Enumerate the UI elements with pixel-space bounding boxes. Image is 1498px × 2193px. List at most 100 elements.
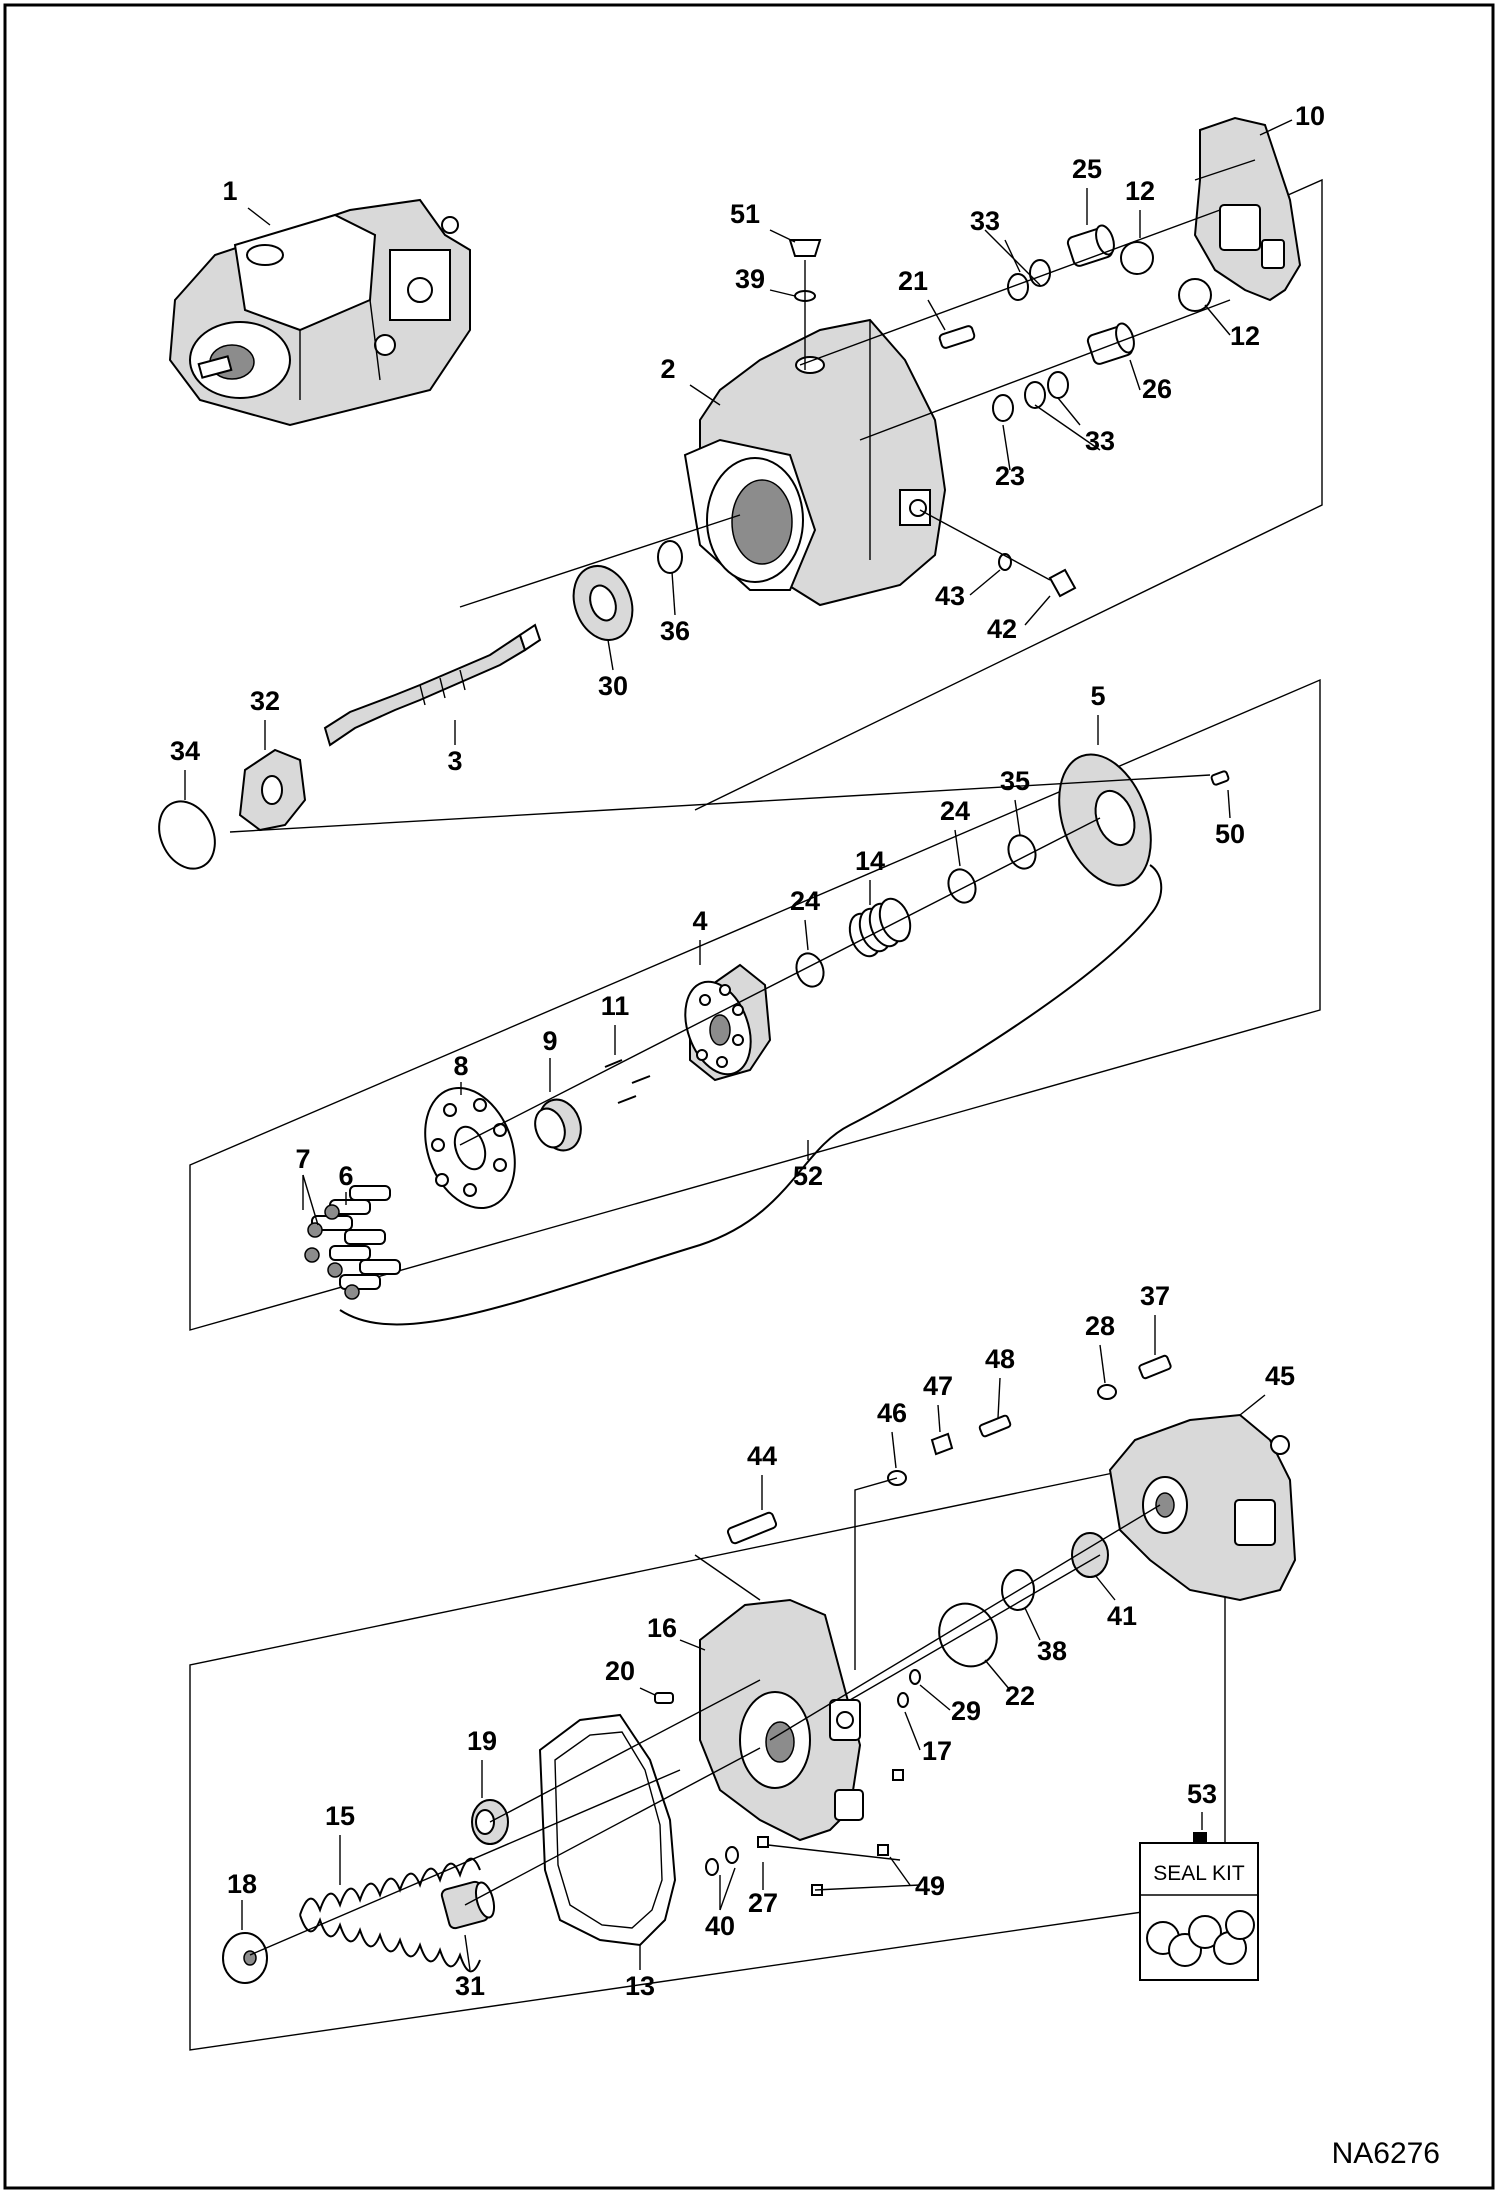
- callout-36: 36: [660, 616, 690, 646]
- leader-line: [607, 639, 614, 671]
- pin-part: [604, 1059, 623, 1068]
- leader-line: [1014, 799, 1021, 836]
- leader-line: [1129, 359, 1141, 391]
- washer-part: [1097, 1384, 1117, 1400]
- leader-line: [1239, 1394, 1266, 1416]
- callout-30: 30: [598, 671, 628, 701]
- page-frame: [3, 3, 1495, 2190]
- callout-20: 20: [605, 1656, 635, 1686]
- callout-45: 45: [1265, 1361, 1295, 1391]
- o-ring-part: [909, 1669, 921, 1685]
- ball-guide-part: [534, 1098, 582, 1152]
- plug-part: [788, 239, 822, 257]
- leader-line: [1024, 595, 1051, 626]
- leader-line: [1099, 1344, 1106, 1384]
- ring-part: [1007, 834, 1037, 870]
- callout-44: 44: [747, 1441, 777, 1471]
- callout-33: 33: [970, 206, 1000, 236]
- leader-line: [769, 289, 796, 297]
- rotating-group-outline: [189, 678, 1321, 1331]
- callout-28: 28: [1085, 1311, 1115, 1341]
- callout-47: 47: [923, 1371, 953, 1401]
- leader-line: [984, 1659, 1011, 1691]
- o-ring-part: [938, 1602, 998, 1668]
- plug-part: [892, 1769, 904, 1781]
- leader-line: [767, 1844, 901, 1861]
- leader-line: [954, 829, 961, 867]
- ball-part-lower: [1178, 278, 1212, 312]
- callout-41: 41: [1107, 1601, 1137, 1631]
- leader-line: [679, 1639, 706, 1651]
- nut-part: [930, 1432, 954, 1456]
- leader-line: [984, 229, 1041, 286]
- leader-line: [997, 1377, 1001, 1419]
- callout-32: 32: [250, 686, 280, 716]
- callout-22: 22: [1005, 1681, 1035, 1711]
- pin-part: [617, 1095, 637, 1104]
- callout-46: 46: [877, 1398, 907, 1428]
- callout-7: 7: [295, 1144, 310, 1174]
- relief-spring-part: [299, 1857, 481, 1973]
- callout-37: 37: [1140, 1281, 1170, 1311]
- seal-plate-part: [238, 748, 307, 832]
- plug-part: [1048, 568, 1077, 598]
- spring-seat-part: [222, 1932, 268, 1984]
- callout-51: 51: [730, 199, 760, 229]
- charge-housing-part: [699, 1598, 864, 1842]
- o-ring-part: [992, 394, 1014, 422]
- leader-line: [769, 229, 796, 243]
- callout-16: 16: [647, 1613, 677, 1643]
- ring-part: [795, 952, 825, 988]
- leader-line: [1227, 789, 1231, 819]
- charge-pump-group-outline: [189, 1471, 1226, 2051]
- leader-line: [689, 384, 721, 406]
- leader-line: [671, 571, 676, 616]
- callout-23: 23: [995, 461, 1025, 491]
- o-ring-part: [1007, 273, 1029, 301]
- callout-8: 8: [453, 1051, 468, 1081]
- leader-line: [889, 1856, 911, 1886]
- callout-5: 5: [1090, 681, 1105, 711]
- group-bracket: [339, 864, 1163, 1326]
- callout-42: 42: [987, 614, 1017, 644]
- callout-48: 48: [985, 1344, 1015, 1374]
- retaining-ring-part: [158, 800, 216, 870]
- callout-38: 38: [1037, 1636, 1067, 1666]
- leader-line: [1204, 304, 1231, 336]
- callout-18: 18: [227, 1869, 257, 1899]
- callout-19: 19: [467, 1726, 497, 1756]
- pin-part: [631, 1075, 651, 1084]
- gasket-part: [538, 1713, 677, 1947]
- leader-line: [969, 569, 1001, 596]
- leader-line: [302, 1174, 319, 1226]
- seal-kit-part: [1139, 1832, 1259, 1981]
- callout-52: 52: [793, 1161, 823, 1191]
- figure-id: NA6276: [1332, 2137, 1440, 2170]
- dowel-pin-part: [1210, 770, 1230, 786]
- leader-line: [1259, 119, 1293, 136]
- ring-part: [947, 868, 977, 904]
- callout-17: 17: [922, 1736, 952, 1766]
- callout-31: 31: [455, 1971, 485, 2001]
- leader-line: [464, 1934, 471, 1971]
- callout-10: 10: [1295, 101, 1325, 131]
- callout-11: 11: [601, 991, 630, 1021]
- end-plate-part: [1193, 116, 1302, 302]
- callout-13: 13: [625, 1971, 655, 2001]
- leader-line: [904, 1711, 921, 1751]
- main-housing-part: [683, 318, 947, 607]
- leader-line: [814, 1884, 921, 1891]
- callout-24: 24: [940, 796, 970, 826]
- o-ring-part: [897, 1692, 909, 1708]
- stud-part: [978, 1414, 1012, 1438]
- seal-kit-label: SEAL KIT: [1153, 1862, 1245, 1885]
- ball-part-upper: [1120, 241, 1154, 275]
- leader-line: [639, 1687, 656, 1696]
- o-ring-part: [1029, 259, 1051, 287]
- plug-part: [877, 1844, 889, 1856]
- servo-piston-part: [1066, 224, 1115, 267]
- callout-29: 29: [951, 1696, 981, 1726]
- retainer-plate-part: [424, 1086, 516, 1210]
